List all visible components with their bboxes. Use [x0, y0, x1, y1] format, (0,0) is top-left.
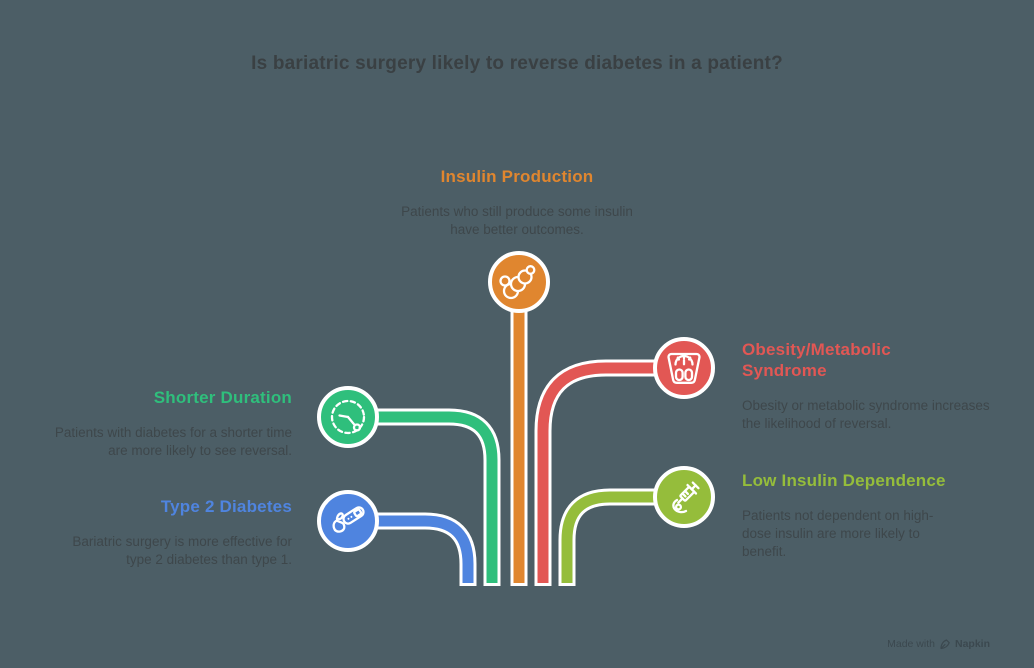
node-circle-obesity-metabolic-syndrome — [653, 337, 715, 399]
node-circle-insulin-production — [488, 251, 550, 313]
node-label-type-2-diabetes: Type 2 Diabetes — [160, 497, 292, 516]
connector-obesity-metabolic-syndrome — [534, 359, 684, 586]
weight-scale-icon — [667, 352, 701, 384]
napkin-watermark[interactable]: Made with Napkin — [887, 638, 990, 650]
connector-low-insulin-dependence — [558, 488, 684, 586]
clock-icon — [330, 399, 366, 435]
node-label-low-insulin-dependence: Low Insulin Dependence — [742, 471, 946, 490]
node-label-obesity-metabolic-syndrome: Obesity/Metabolic Syndrome — [742, 340, 891, 380]
node-description-obesity-metabolic-syndrome: Obesity or metabolic syndrome increases … — [742, 398, 990, 431]
node-circle-shorter-duration — [317, 386, 379, 448]
node-text-obesity-metabolic-syndrome: Obesity/Metabolic Syndrome Obesity or me… — [742, 339, 992, 433]
node-text-insulin-production: Insulin Production Patients who still pr… — [357, 166, 677, 239]
node-description-low-insulin-dependence: Patients not dependent on high-dose insu… — [742, 508, 934, 559]
node-label-insulin-production: Insulin Production — [440, 167, 594, 186]
watermark-prefix: Made with — [887, 638, 935, 650]
glucometer-icon — [332, 506, 365, 533]
pancreas-icon — [499, 265, 536, 300]
node-text-type-2-diabetes: Type 2 Diabetes Bariatric surgery is mor… — [32, 496, 292, 569]
node-description-type-2-diabetes: Bariatric surgery is more effective for … — [72, 534, 292, 567]
connector-shorter-duration — [348, 408, 501, 586]
connector-type-2-diabetes — [348, 512, 477, 586]
node-circle-type-2-diabetes — [317, 490, 379, 552]
pen-icon — [940, 639, 950, 650]
watermark-brand: Napkin — [954, 638, 990, 650]
node-text-low-insulin-dependence: Low Insulin Dependence Patients not depe… — [742, 470, 977, 561]
node-label-shorter-duration: Shorter Duration — [153, 388, 292, 407]
node-circle-low-insulin-dependence — [653, 466, 715, 528]
node-description-insulin-production: Patients who still produce some insulin … — [401, 204, 633, 237]
page-title: Is bariatric surgery likely to reverse d… — [251, 53, 783, 74]
node-text-shorter-duration: Shorter Duration Patients with diabetes … — [32, 387, 292, 460]
node-description-shorter-duration: Patients with diabetes for a shorter tim… — [54, 425, 292, 458]
syringe-icon — [672, 481, 700, 514]
